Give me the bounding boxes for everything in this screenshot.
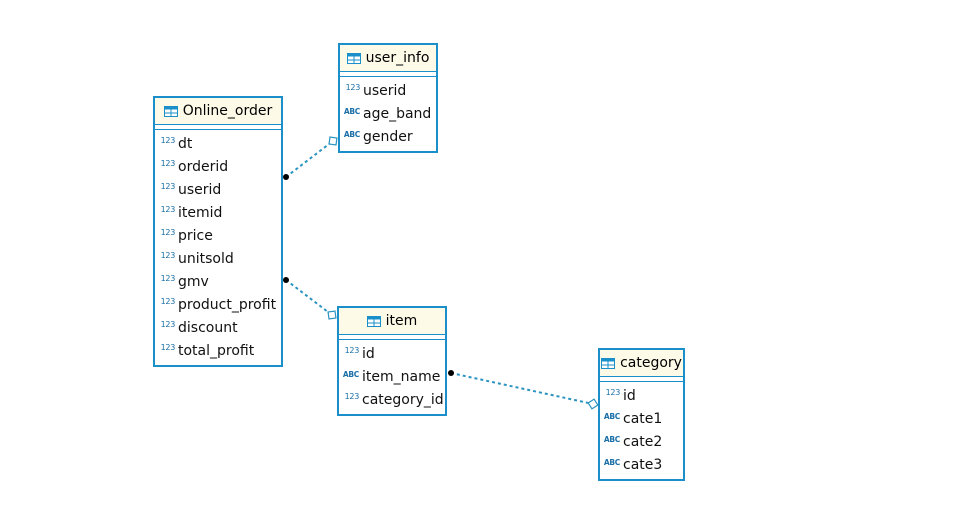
relationship-source-dot [283,174,289,180]
table-icon [163,105,178,117]
entity-title: item [385,313,418,329]
numeric-type-icon: 123 [160,136,176,145]
column-name: age_band [363,105,432,122]
numeric-type-icon: 123 [344,392,360,401]
table-icon [346,52,361,64]
relationship-source-dot [283,277,289,283]
numeric-type-icon: 123 [160,297,176,306]
column-name: gmv [178,273,209,290]
column-name: item_name [362,368,441,385]
relationship-line [285,140,334,178]
entity-header[interactable]: category [600,350,683,377]
entity-header[interactable]: Online_order [155,98,281,125]
numeric-type-icon: 123 [160,274,176,283]
column-name: cate3 [623,456,663,473]
entity-separator [600,377,683,382]
column-name: dt [178,135,193,152]
numeric-type-icon: 123 [160,228,176,237]
text-type-icon: ABC [603,458,620,467]
relationship-line [285,279,333,316]
numeric-type-icon: 123 [160,320,176,329]
relationship-online_order-item[interactable] [283,277,337,320]
column-name: cate2 [623,433,663,450]
numeric-type-icon: 123 [160,205,176,214]
table-icon [601,357,616,369]
text-type-icon: ABC [342,370,359,379]
entity-separator [340,72,436,77]
relationship-target-diamond [327,310,337,320]
numeric-type-icon: 123 [160,159,176,168]
numeric-type-icon: 123 [160,343,176,352]
column-name: itemid [178,204,223,221]
column-name: price [178,227,213,244]
text-type-icon: ABC [603,435,620,444]
column-name: discount [178,319,238,336]
numeric-type-icon: 123 [344,346,360,355]
entity-separator [339,335,445,340]
entity-header[interactable]: user_info [340,45,436,72]
column-name: id [623,387,636,404]
text-type-icon: ABC [343,107,360,116]
table-icon [366,315,381,327]
relationship-target-diamond [328,136,338,146]
entity-title: Online_order [182,103,273,119]
numeric-type-icon: 123 [605,388,621,397]
numeric-type-icon: 123 [160,182,176,191]
text-type-icon: ABC [603,412,620,421]
column-name: id [362,345,375,362]
entity-header[interactable]: item [339,308,445,335]
relationship-line [450,372,594,405]
relationship-item-category[interactable] [448,370,599,410]
column-name: gender [363,128,413,145]
relationship-target-diamond [587,398,599,410]
column-name: cate1 [623,410,663,427]
column-name: userid [363,82,407,99]
entity-title: category [620,355,682,371]
column-name: category_id [362,391,444,408]
entity-title: user_info [365,50,430,66]
numeric-type-icon: 123 [160,251,176,260]
column-name: total_profit [178,342,255,359]
column-name: userid [178,181,222,198]
column-name: unitsold [178,250,234,267]
relationship-source-dot [448,370,454,376]
column-name: product_profit [178,296,277,313]
numeric-type-icon: 123 [345,83,361,92]
entity-separator [155,125,281,130]
text-type-icon: ABC [343,130,360,139]
relationship-online_order-user_info[interactable] [283,136,338,180]
column-name: orderid [178,158,229,175]
